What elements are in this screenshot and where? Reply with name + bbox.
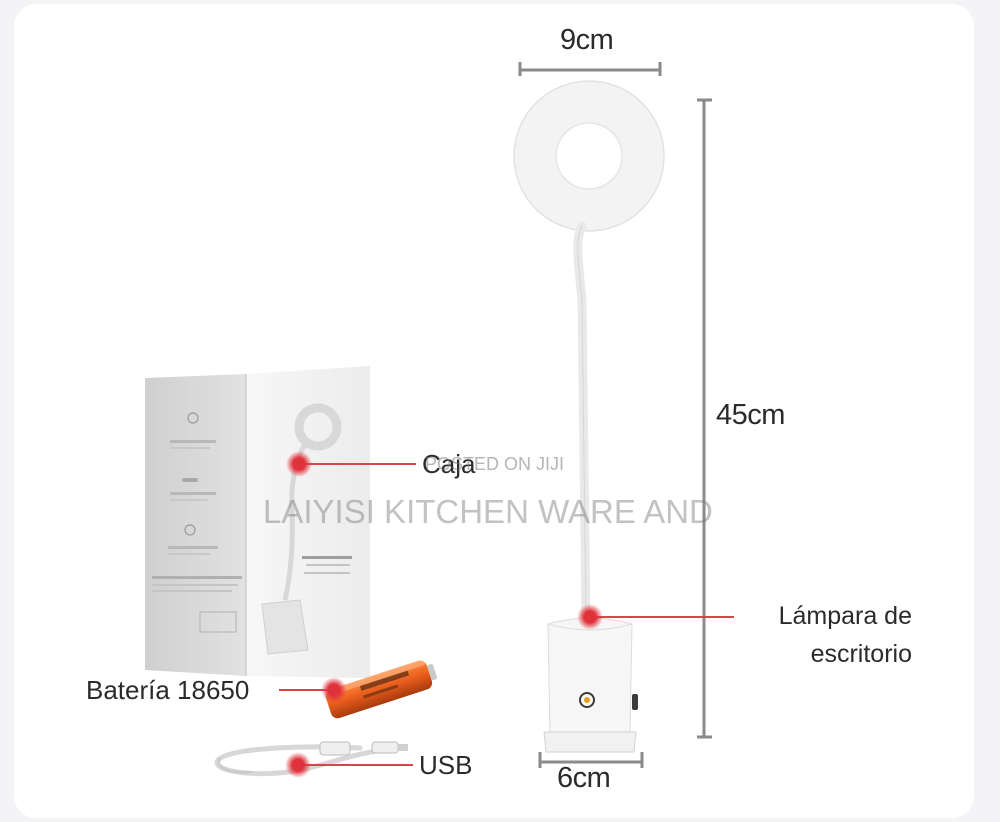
usb-label: USB <box>419 750 473 780</box>
head-width-label: 9cm <box>560 24 614 56</box>
lamp-label-line2: escritorio <box>810 640 912 668</box>
callout-usb-marker <box>285 752 413 778</box>
callout-box-marker <box>286 451 416 477</box>
watermark-line1: POSTED ON JIJI <box>425 454 565 474</box>
width-dimension-line <box>518 62 662 76</box>
battery-image <box>324 659 437 719</box>
usb-cable-image <box>214 741 408 777</box>
callout-battery-marker <box>279 677 347 703</box>
desk-lamp-image <box>513 80 665 753</box>
base-width-label: 6cm <box>557 762 611 794</box>
product-box <box>145 366 370 678</box>
battery-label: Batería 18650 <box>86 675 250 705</box>
box-label: Caja <box>422 449 476 479</box>
callout-lamp-marker <box>577 604 734 630</box>
base-dimension-line <box>538 752 644 768</box>
lamp-label-line1: Lámpara de <box>778 602 912 630</box>
lamp-label: Lámpara de escritorio <box>779 597 912 673</box>
height-label: 45cm <box>716 399 785 431</box>
height-dimension-line <box>697 98 712 739</box>
watermark-line2: LAIYISI KITCHEN WARE AND <box>263 493 713 530</box>
